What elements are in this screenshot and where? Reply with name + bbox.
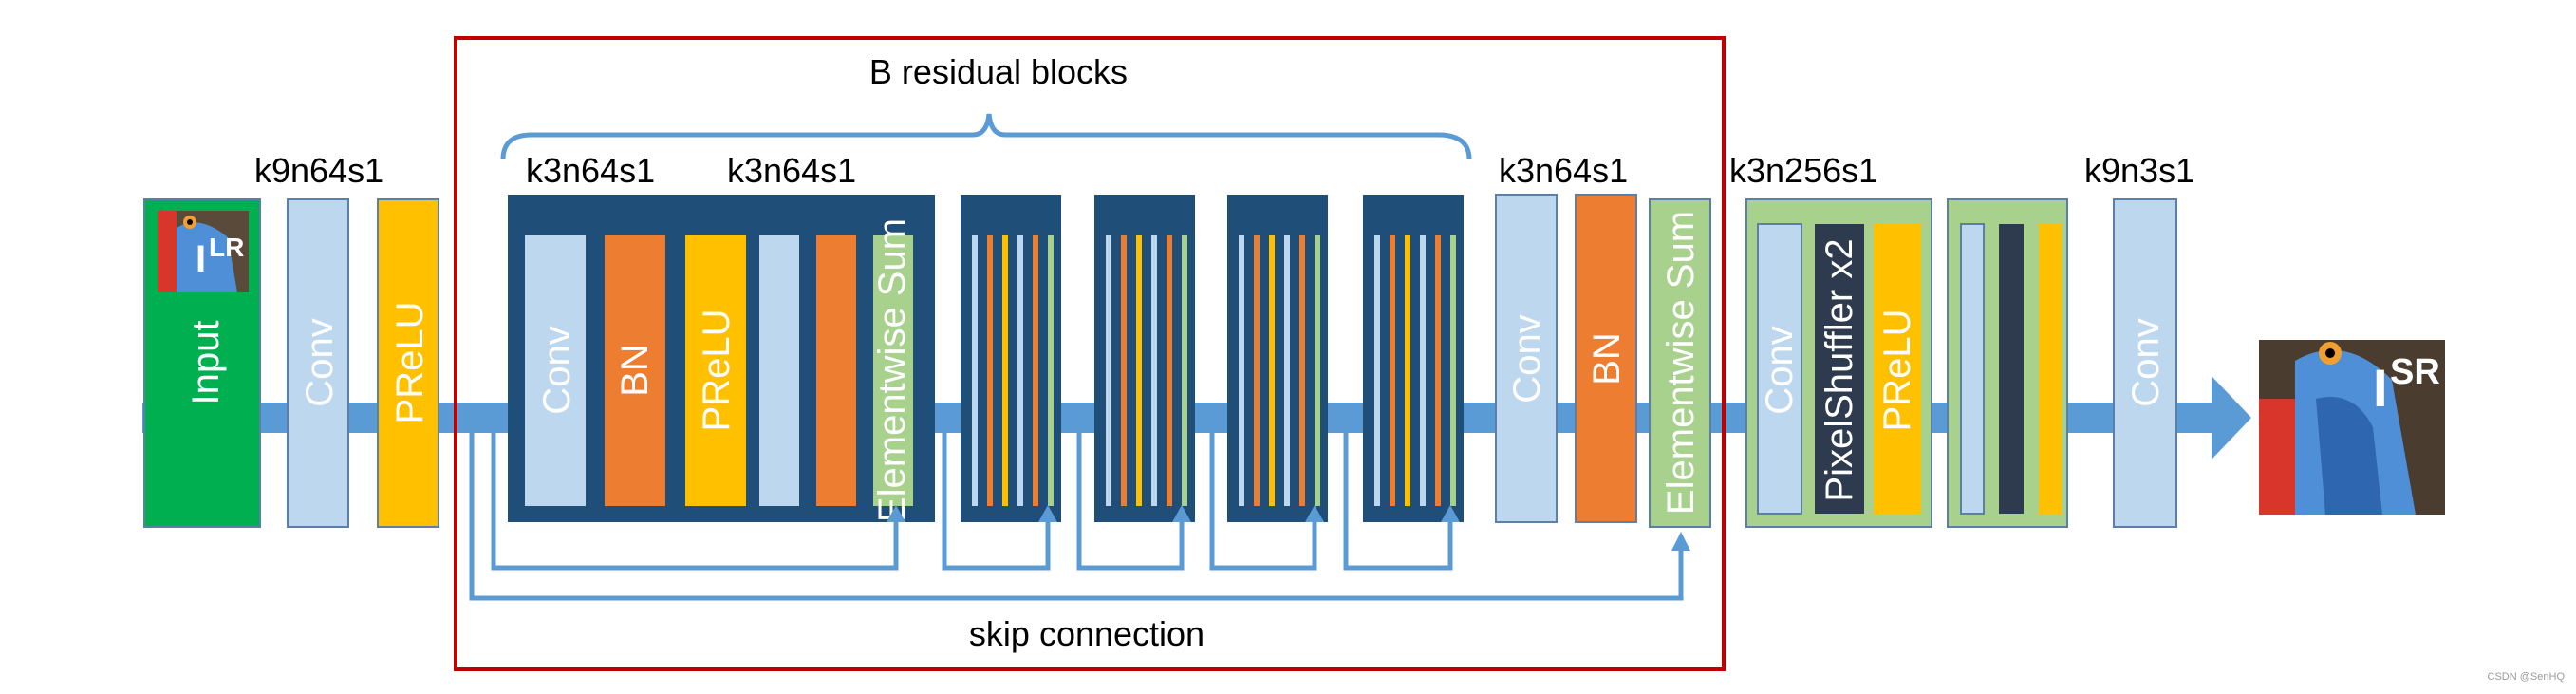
kernel-label-res1: k3n64s1 [526,151,655,190]
svg-text:BN: BN [614,344,656,397]
svg-text:Conv: Conv [1759,326,1801,414]
lr-image-letter: I [196,238,206,280]
lr-image-thumbnail: I LR [158,211,249,292]
svg-text:PReLU: PReLU [696,309,737,432]
first-prelu-layer: PReLU [377,198,439,528]
sr-output-image: I SR [2259,340,2445,515]
svg-text:Elementwise Sum: Elementwise Sum [1660,211,1702,515]
svg-text:PixelShuffler x2: PixelShuffler x2 [1819,238,1860,501]
svg-text:Elementwise Sum: Elementwise Sum [871,218,913,522]
residual-blocks-title: B residual blocks [869,52,1128,91]
up1-pixelshuffler: PixelShuffler x2 [1815,224,1864,514]
residual-blocks-brace [500,113,1472,160]
kernel-label-last: k9n3s1 [2084,151,2194,190]
kernel-label-up: k3n256s1 [1729,151,1877,190]
input-block: Input I LR [143,198,261,528]
residual-block-compact-2 [1094,195,1195,522]
sr-image-subscript: SR [2390,352,2440,392]
kernel-label-post: k3n64s1 [1499,151,1628,190]
main-flow-arrow [142,376,2251,460]
svg-text:Conv: Conv [536,326,578,414]
svg-text:Conv: Conv [2125,318,2167,406]
kernel-label-res2: k3n64s1 [727,151,856,190]
residual-block-compact-4 [1363,195,1464,522]
residual-block-compact-1 [961,195,1061,522]
residual-skip-arrows [469,418,1684,601]
res-conv-1: Conv [525,235,586,506]
up2-prelu [2039,224,2062,514]
skip-connection-label: skip connection [969,614,1204,653]
up1-conv: Conv [1757,223,1802,515]
up2-conv [1960,223,1985,515]
upsample-block-1: Conv PixelShuffler x2 PReLU [1745,198,1932,528]
final-conv-layer: Conv [2113,198,2177,528]
svg-text:BN: BN [1586,332,1628,385]
input-label: Input [185,321,227,405]
res-conv-2 [759,235,799,506]
post-elementwise-sum: Elementwise Sum [1649,198,1711,528]
kernel-label-first: k9n64s1 [254,151,383,190]
residual-block-compact-3 [1227,195,1328,522]
res-bn-1: BN [605,235,665,506]
svg-text:PReLU: PReLU [389,302,431,424]
post-bn-layer: BN [1575,194,1637,523]
up2-pixelshuffler [1999,224,2024,514]
res-prelu-1: PReLU [685,235,746,506]
upsample-block-2 [1947,198,2068,528]
residual-section-frame [454,36,1726,671]
lr-image-subscript: LR [209,233,244,262]
residual-block-expanded: Conv BN PReLU Elementwise Sum [508,195,935,522]
watermark: CSDN @SenHQ [2488,671,2566,683]
res-elementwise-sum: Elementwise Sum [871,218,913,522]
post-conv-layer: Conv [1495,194,1558,523]
svg-text:Conv: Conv [299,318,341,406]
skip-arrow-heads [887,505,1690,551]
res-bn-2 [816,235,856,506]
up1-prelu: PReLU [1874,224,1921,514]
svg-text:PReLU: PReLU [1876,309,1918,432]
first-conv-layer: Conv [287,198,349,528]
sr-image-letter: I [2373,358,2388,418]
svg-text:Conv: Conv [1506,314,1548,403]
